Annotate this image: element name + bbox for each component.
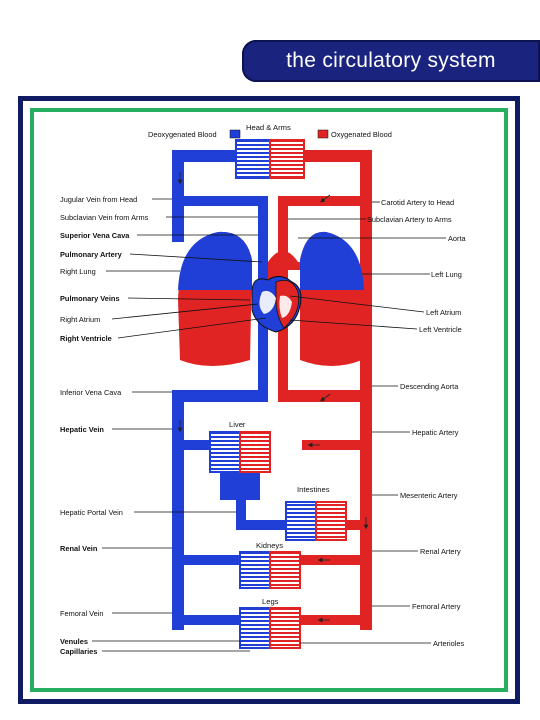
label-superior-vena-cava: Superior Vena Cava: [60, 231, 130, 240]
legend: Deoxygenated Blood Oxygenated Blood: [148, 129, 392, 139]
right-labels: Carotid Artery to Head Subclavian Artery…: [288, 198, 467, 648]
title-bar: the circulatory system: [242, 40, 540, 82]
label-femoral-vein: Femoral Vein: [60, 609, 104, 618]
vein-network: [172, 150, 286, 630]
label-venules: Venules: [60, 637, 88, 646]
capillary-bed-liver: [209, 431, 271, 473]
label-aorta: Aorta: [448, 234, 467, 243]
left-lung: [300, 231, 364, 366]
label-left-lung: Left Lung: [431, 270, 462, 279]
label-mesenteric-artery: Mesenteric Artery: [400, 491, 458, 500]
label-pulmonary-veins: Pulmonary Veins: [60, 294, 120, 303]
capillary-bed-intestines: [285, 501, 347, 541]
label-hepatic-portal-vein: Hepatic Portal Vein: [60, 508, 123, 517]
label-jugular-vein: Jugular Vein from Head: [60, 195, 137, 204]
flow-arrows: [177, 172, 369, 623]
label-descending-aorta: Descending Aorta: [400, 382, 459, 391]
label-subclavian-vein: Subclavian Vein from Arms: [60, 213, 149, 222]
capillary-bed-head-arms: [235, 139, 305, 179]
capillary-bed-legs: [239, 607, 301, 649]
label-capillaries: Capillaries: [60, 647, 97, 656]
organ-legs: Legs: [262, 597, 279, 606]
label-femoral-artery: Femoral Artery: [412, 602, 461, 611]
legend-deoxygenated-swatch: [229, 129, 241, 139]
label-subclavian-artery: Subclavian Artery to Arms: [367, 215, 452, 224]
label-right-lung: Right Lung: [60, 267, 96, 276]
label-pulmonary-artery: Pulmonary Artery: [60, 250, 123, 259]
outer-frame: [18, 96, 520, 704]
right-lung: [178, 231, 252, 366]
label-hepatic-artery: Hepatic Artery: [412, 428, 459, 437]
label-renal-artery: Renal Artery: [420, 547, 461, 556]
legend-oxygenated-swatch: [317, 129, 329, 139]
label-arterioles: Arterioles: [433, 639, 465, 648]
left-labels: Jugular Vein from Head Subclavian Vein f…: [60, 195, 267, 656]
legend-oxygenated-label: Oxygenated Blood: [331, 130, 392, 139]
organ-intestines: Intestines: [297, 485, 330, 494]
label-carotid-artery: Carotid Artery to Head: [381, 198, 454, 207]
inner-frame: [30, 108, 508, 692]
label-right-ventricle: Right Ventricle: [60, 334, 112, 343]
organ-head-arms: Head & Arms: [246, 123, 291, 132]
capillary-bed-kidneys: [239, 551, 301, 589]
page-title: the circulatory system: [286, 49, 496, 72]
label-right-atrium: Right Atrium: [60, 315, 100, 324]
label-renal-vein: Renal Vein: [60, 544, 98, 553]
organ-kidneys: Kidneys: [256, 541, 283, 550]
label-hepatic-vein: Hepatic Vein: [60, 425, 104, 434]
label-left-ventricle: Left Ventricle: [419, 325, 462, 334]
legend-deoxygenated-label: Deoxygenated Blood: [148, 130, 217, 139]
label-left-atrium: Left Atrium: [426, 308, 461, 317]
label-inferior-vena-cava: Inferior Vena Cava: [60, 388, 122, 397]
organ-liver: Liver: [229, 420, 246, 429]
